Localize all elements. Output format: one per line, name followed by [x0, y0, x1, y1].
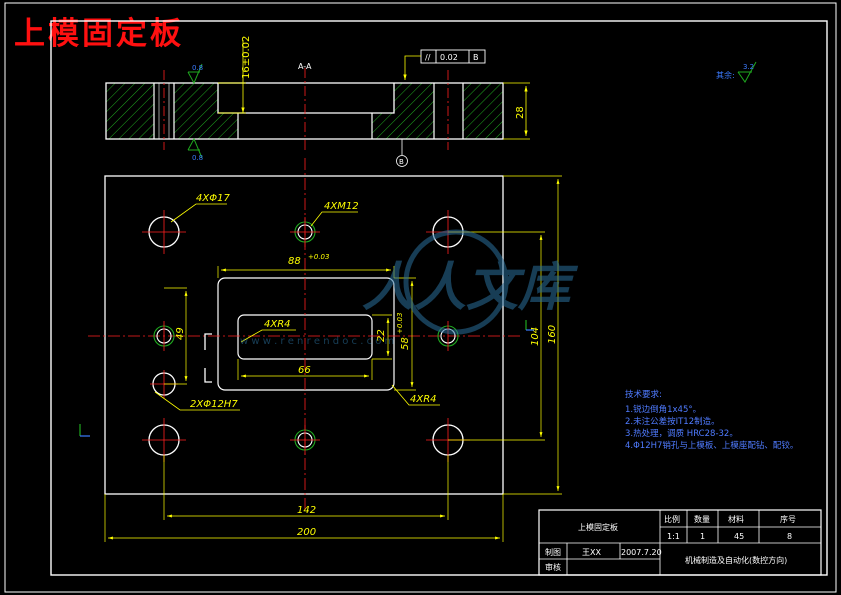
dim-160: 160	[547, 325, 558, 344]
dim-104: 104	[530, 327, 541, 346]
dim-58-tol: +0.03	[396, 313, 404, 334]
title-block: 上模固定板 比例 数量 材料 序号 1:1 1 45 8 制图 王XX 2007…	[538, 509, 822, 576]
section-view	[105, 68, 504, 150]
inner-frame	[50, 20, 828, 576]
roughness-bottom-icon: 0.8	[187, 137, 203, 162]
svg-text:2007.7.20: 2007.7.20	[621, 548, 662, 557]
drawing-title: 上模固定板	[14, 16, 184, 52]
dim-28-text: 28	[515, 106, 526, 119]
tb-name: 上模固定板	[578, 522, 618, 532]
svg-text:B: B	[399, 158, 404, 166]
svg-text:其余:: 其余:	[716, 70, 735, 80]
svg-text:3.热处理，调质 HRC28-32。: 3.热处理，调质 HRC28-32。	[625, 428, 738, 439]
dim-88-tol: +0.03	[308, 253, 329, 261]
svg-text:3.2: 3.2	[743, 63, 754, 71]
svg-text:数量: 数量	[694, 514, 710, 524]
dim-16: 16±0.02	[218, 36, 252, 114]
svg-text:1.锐边倒角1x45°。: 1.锐边倒角1x45°。	[625, 404, 701, 415]
datum-b: B	[396, 139, 408, 167]
callout-r4-outer: 4XR4	[410, 394, 437, 405]
svg-text:王XX: 王XX	[582, 548, 601, 557]
svg-text:0.8: 0.8	[192, 154, 203, 162]
ucs-icon-left	[79, 424, 90, 437]
dim-49: 49	[175, 327, 186, 340]
callout-m12: 4XM12	[324, 201, 359, 212]
dim-142: 142	[297, 505, 316, 516]
tech-notes: 技术要求: 1.锐边倒角1x45°。 2.未注公差按IT12制造。 3.热处理，…	[625, 389, 798, 451]
svg-text:2.未注公差按IT12制造。: 2.未注公差按IT12制造。	[625, 416, 720, 427]
svg-text:序号: 序号	[780, 514, 796, 524]
dim-200: 200	[297, 527, 316, 538]
callout-17: 4XΦ17	[196, 193, 230, 204]
svg-text:机械制造及自动化(数控方向): 机械制造及自动化(数控方向)	[685, 555, 787, 565]
roughness-rest-icon: 其余: 3.2	[716, 61, 757, 83]
svg-text:技术要求:: 技术要求:	[625, 389, 662, 400]
svg-text://: //	[425, 53, 431, 62]
svg-text:0.02: 0.02	[440, 53, 458, 62]
svg-text:45: 45	[734, 532, 744, 541]
svg-text:0.8: 0.8	[192, 64, 203, 72]
gdt-frame: // 0.02 B	[403, 49, 486, 80]
dim-22: 22	[376, 329, 387, 342]
svg-text:B: B	[473, 53, 479, 62]
dim-16-text: 16±0.02	[241, 36, 252, 79]
dim-66: 66	[298, 365, 311, 376]
svg-text:4.Φ12H7销孔与上模板、上模座配钻、配铰。: 4.Φ12H7销孔与上模板、上模座配钻、配铰。	[625, 440, 798, 451]
ucs-icon-right	[525, 320, 534, 331]
roughness-top-icon: 0.8	[187, 63, 203, 85]
dim-58: 58	[400, 337, 411, 350]
svg-text:8: 8	[787, 532, 792, 541]
svg-text:1: 1	[700, 532, 705, 541]
outer-frame	[4, 2, 837, 593]
svg-text:材料: 材料	[728, 514, 744, 524]
section-label: A-A	[298, 62, 312, 71]
svg-text:审核: 审核	[545, 562, 561, 572]
svg-text:制图: 制图	[545, 547, 561, 557]
dim-88: 88	[288, 256, 301, 267]
callout-h7: 2XΦ12H7	[190, 399, 238, 410]
dim-28: 28	[503, 82, 530, 140]
svg-text:人人文库: 人人文库	[362, 258, 579, 318]
callout-r4-inner: 4XR4	[264, 319, 291, 330]
watermark: 人人文库 w w w . r e n r e n d o c . c o m	[240, 229, 579, 347]
svg-text:w w w . r e n r e n d o c . c: w w w . r e n r e n d o c . c o m	[240, 336, 394, 347]
svg-text:1:1: 1:1	[667, 532, 680, 541]
plan-view	[88, 158, 520, 510]
svg-text:比例: 比例	[664, 514, 680, 524]
